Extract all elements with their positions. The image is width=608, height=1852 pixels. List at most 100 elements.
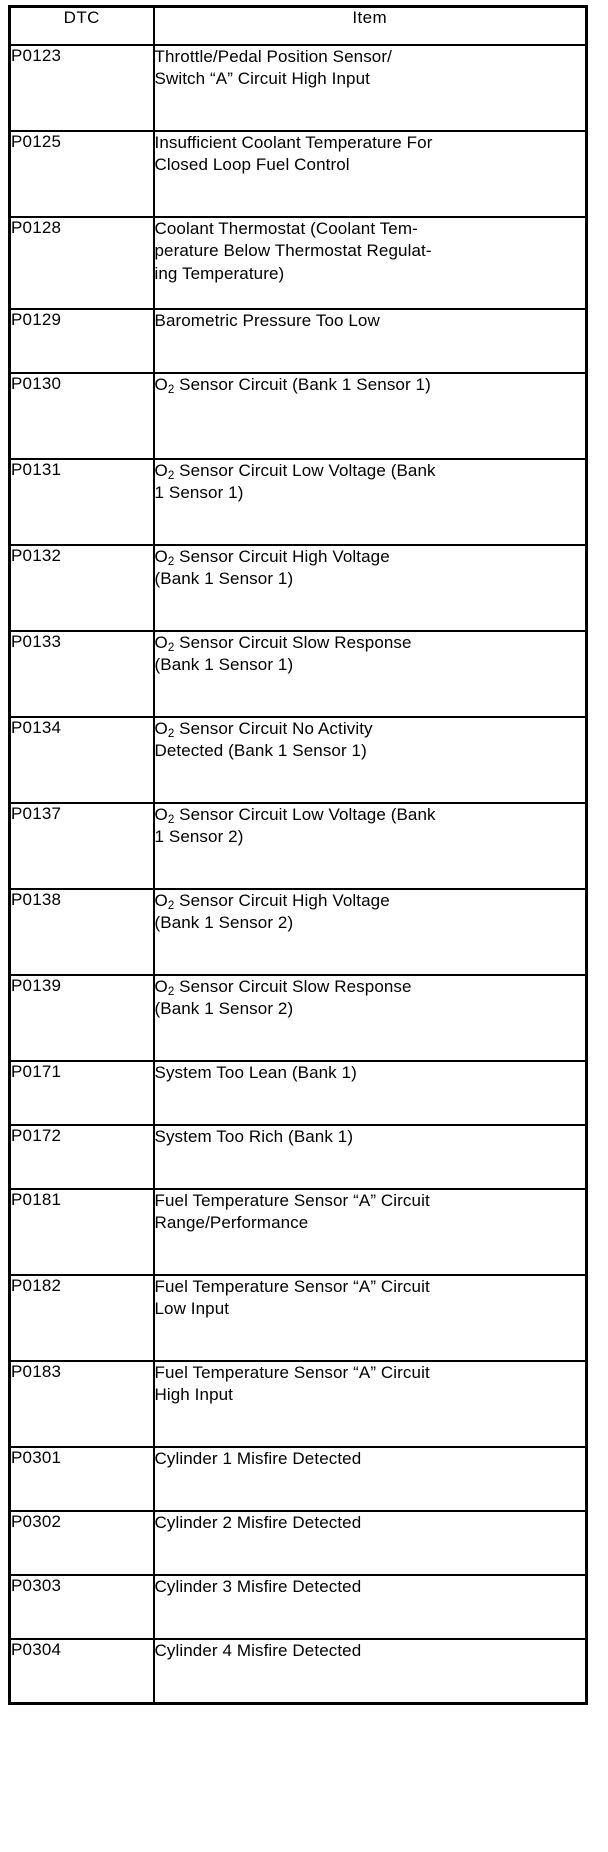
item-text-line: O2 Sensor Circuit Low Voltage (Bank	[154, 805, 436, 827]
item-text-line: O2 Sensor Circuit No Activity	[154, 719, 373, 741]
item-text-line: O2 Sensor Circuit Slow Response	[154, 977, 412, 999]
cell-dtc-code: P0128	[8, 216, 155, 310]
cell-item-description: System Too Lean (Bank 1)	[152, 1060, 588, 1126]
item-text-line: Insufficient Coolant Temperature For	[154, 133, 433, 152]
cell-item-description: O2 Sensor Circuit Slow Response(Bank 1 S…	[152, 630, 588, 718]
item-text-line: (Bank 1 Sensor 2)	[154, 999, 294, 1019]
cell-dtc-code: P0139	[8, 974, 155, 1062]
item-text-line: Cylinder 2 Misfire Detected	[154, 1513, 362, 1532]
cell-dtc-code: P0303	[8, 1574, 155, 1640]
cell-item-description: Cylinder 3 Misfire Detected	[152, 1574, 588, 1640]
cell-item-description: Coolant Thermostat (Coolant Tem-perature…	[152, 216, 588, 310]
item-text-line: Low Input	[154, 1299, 230, 1319]
column-header-dtc: DTC	[8, 5, 155, 46]
oxygen-symbol: O	[154, 633, 168, 652]
column-header-item: Item	[152, 5, 588, 46]
item-text-line: O2 Sensor Circuit Low Voltage (Bank	[154, 461, 436, 483]
oxygen-subscript: 2	[167, 642, 175, 655]
item-text-line: ing Temperature)	[154, 263, 285, 283]
table-header: DTC Item	[8, 5, 588, 46]
item-text-line: O2 Sensor Circuit Slow Response	[154, 633, 412, 655]
cell-dtc-code: P0301	[8, 1446, 155, 1512]
oxygen-subscript: 2	[167, 470, 175, 483]
item-text-line: (Bank 1 Sensor 1)	[154, 569, 294, 589]
item-text-line: (Bank 1 Sensor 1)	[154, 655, 294, 675]
cell-dtc-code: P0137	[8, 802, 155, 890]
item-text-line: 1 Sensor 2)	[154, 827, 244, 847]
oxygen-symbol: O	[154, 977, 168, 996]
cell-dtc-code: P0132	[8, 544, 155, 632]
oxygen-subscript: 2	[167, 556, 175, 569]
cell-dtc-code: P0123	[8, 44, 155, 132]
cell-dtc-code: P0129	[8, 308, 155, 374]
cell-item-description: O2 Sensor Circuit (Bank 1 Sensor 1)	[152, 372, 588, 460]
item-text-line: Fuel Temperature Sensor “A” Circuit	[154, 1277, 430, 1296]
cell-dtc-code: P0183	[8, 1360, 155, 1448]
cell-item-description: Cylinder 4 Misfire Detected	[152, 1638, 588, 1705]
cell-item-description: O2 Sensor Circuit High Voltage(Bank 1 Se…	[152, 544, 588, 632]
item-text-line: Closed Loop Fuel Control	[154, 155, 350, 175]
item-text-line: Coolant Thermostat (Coolant Tem-	[154, 219, 418, 238]
item-text-line: O2 Sensor Circuit High Voltage	[154, 547, 390, 569]
oxygen-symbol: O	[154, 547, 168, 566]
item-text-line: Throttle/Pedal Position Sensor/	[154, 47, 392, 66]
item-text-line: 1 Sensor 1)	[154, 483, 244, 503]
item-text-line: Cylinder 4 Misfire Detected	[154, 1641, 362, 1660]
oxygen-symbol: O	[154, 375, 168, 394]
cell-item-description: System Too Rich (Bank 1)	[152, 1124, 588, 1190]
item-text-line: High Input	[154, 1385, 233, 1405]
item-text-line: perature Below Thermostat Regulat-	[154, 241, 432, 261]
cell-item-description: Throttle/Pedal Position Sensor/Switch “A…	[152, 44, 588, 132]
oxygen-subscript: 2	[167, 814, 175, 827]
item-text-line: (Bank 1 Sensor 2)	[154, 913, 294, 933]
cell-dtc-code: P0133	[8, 630, 155, 718]
cell-dtc-code: P0130	[8, 372, 155, 460]
cell-item-description: O2 Sensor Circuit High Voltage(Bank 1 Se…	[152, 888, 588, 976]
cell-dtc-code: P0171	[8, 1060, 155, 1126]
header-row: DTC Item	[8, 5, 588, 46]
oxygen-symbol: O	[154, 805, 168, 824]
oxygen-subscript: 2	[167, 986, 175, 999]
cell-dtc-code: P0138	[8, 888, 155, 976]
item-text-line: Fuel Temperature Sensor “A” Circuit	[154, 1363, 430, 1382]
item-text-line: Fuel Temperature Sensor “A” Circuit	[154, 1191, 430, 1210]
cell-item-description: Cylinder 1 Misfire Detected	[152, 1446, 588, 1512]
item-text-line: Switch “A” Circuit High Input	[154, 69, 370, 89]
oxygen-subscript: 2	[167, 384, 175, 397]
item-text-line: System Too Rich (Bank 1)	[154, 1127, 354, 1146]
cell-dtc-code: P0172	[8, 1124, 155, 1190]
cell-dtc-code: P0131	[8, 458, 155, 546]
cell-dtc-code: P0181	[8, 1188, 155, 1276]
cell-item-description: Barometric Pressure Too Low	[152, 308, 588, 374]
cell-item-description: O2 Sensor Circuit Slow Response(Bank 1 S…	[152, 974, 588, 1062]
item-text-line: Cylinder 1 Misfire Detected	[154, 1449, 362, 1468]
oxygen-subscript: 2	[167, 728, 175, 741]
oxygen-subscript: 2	[167, 900, 175, 913]
cell-dtc-code: P0302	[8, 1510, 155, 1576]
oxygen-symbol: O	[154, 891, 168, 910]
